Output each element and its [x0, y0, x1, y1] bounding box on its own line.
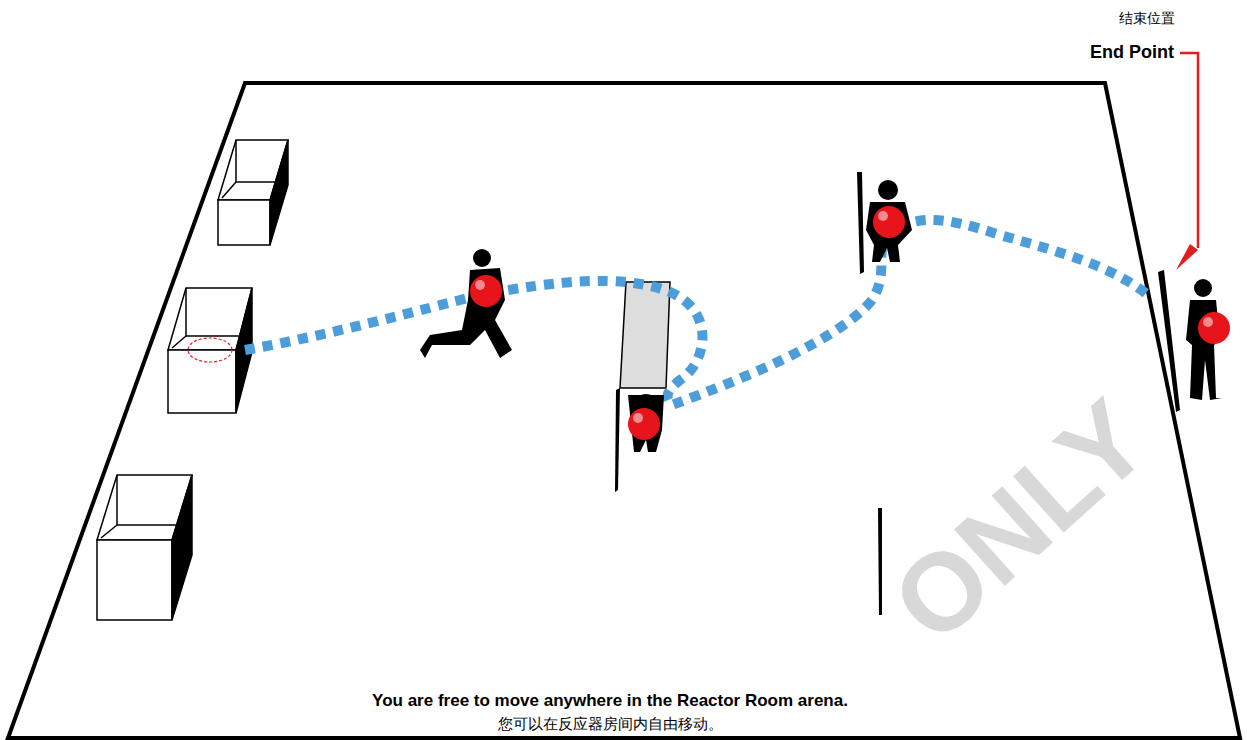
red-balls: [470, 206, 1230, 440]
end-point-label-zh: 结束位置: [1119, 10, 1175, 28]
end-point-leader: [1180, 53, 1198, 248]
crates: [97, 140, 288, 620]
instruction-note-zh: 您可以在反应器房间内自由移动。: [498, 715, 723, 734]
table: [620, 282, 670, 388]
end-point-label: End Point: [1090, 42, 1174, 63]
leader-arrowhead: [1176, 244, 1198, 270]
instruction-note: You are free to move anywhere in the Rea…: [372, 691, 848, 711]
start-marker: [188, 338, 232, 362]
arena-floor: [8, 83, 1240, 738]
route-path: [245, 220, 1148, 405]
